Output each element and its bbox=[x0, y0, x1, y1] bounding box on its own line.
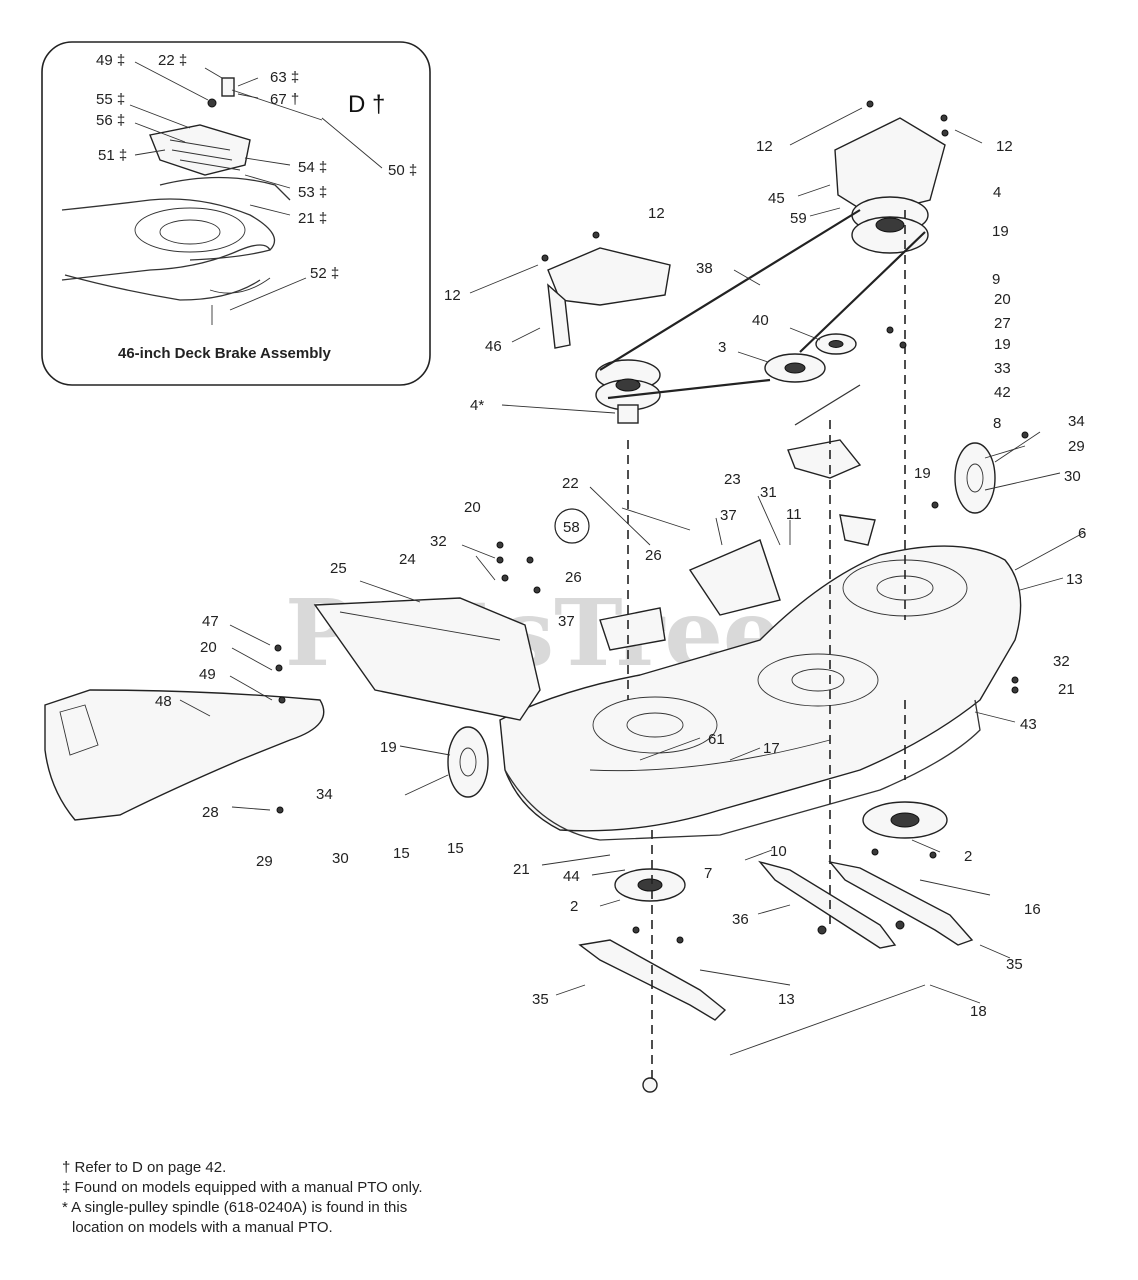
blade-right bbox=[828, 860, 974, 946]
deck-assembly-drawing bbox=[44, 100, 1086, 1093]
callout-label: 58 bbox=[563, 519, 580, 536]
callout-label: 7 bbox=[704, 865, 712, 882]
callout-label: 19 bbox=[992, 223, 1009, 240]
callout-label: 12 bbox=[648, 205, 665, 222]
callout-label: 15 bbox=[447, 840, 464, 857]
callout-label: 9 bbox=[992, 271, 1000, 288]
callout-label: 2 bbox=[964, 848, 972, 865]
inset-label: 63 ‡ bbox=[270, 69, 299, 86]
callout-label: 35 bbox=[1006, 956, 1023, 973]
callout-label: 40 bbox=[752, 312, 769, 329]
callout-label: 16 bbox=[1024, 901, 1041, 918]
callout-label: 36 bbox=[732, 911, 749, 928]
callout-label: 19 bbox=[994, 336, 1011, 353]
callout-label: 35 bbox=[532, 991, 549, 1008]
callout-label: 12 bbox=[756, 138, 773, 155]
callout-label: 15 bbox=[393, 845, 410, 862]
inset-label: 54 ‡ bbox=[298, 159, 327, 176]
inset-label: 21 ‡ bbox=[298, 210, 327, 227]
callout-labels: 12 12 4 45 59 12 19 12 38 9 20 46 40 27 … bbox=[155, 138, 1086, 1020]
callout-label: 22 bbox=[562, 475, 579, 492]
callout-label: 34 bbox=[316, 786, 333, 803]
pulley-left bbox=[595, 359, 661, 424]
callout-label: 45 bbox=[768, 190, 785, 207]
pulley-right bbox=[851, 196, 929, 254]
callout-label: 23 bbox=[724, 471, 741, 488]
callout-circle bbox=[554, 508, 590, 544]
callout-label: 21 bbox=[513, 861, 530, 878]
footnotes: † Refer to D on page 42. ‡ Found on mode… bbox=[62, 1158, 582, 1238]
callout-label: 29 bbox=[1068, 438, 1085, 455]
callout-label: 8 bbox=[993, 415, 1001, 432]
callout-label: 42 bbox=[994, 384, 1011, 401]
callout-label: 20 bbox=[200, 639, 217, 656]
hardware bbox=[274, 100, 1029, 1093]
callout-label: 34 bbox=[1068, 413, 1085, 430]
callout-label: 20 bbox=[464, 499, 481, 516]
callout-label: 6 bbox=[1078, 525, 1086, 542]
footnote-double-dagger: ‡ Found on models equipped with a manual… bbox=[62, 1179, 423, 1196]
callout-label: 48 bbox=[155, 693, 172, 710]
callout-label: 13 bbox=[1066, 571, 1083, 588]
callout-label: 32 bbox=[430, 533, 447, 550]
callout-label: 11 bbox=[786, 506, 802, 523]
callout-label: 18 bbox=[970, 1003, 987, 1020]
inset-label: 52 ‡ bbox=[310, 265, 339, 282]
callout-label: 61 bbox=[708, 731, 725, 748]
callout-label: 30 bbox=[1064, 468, 1081, 485]
callout-label: 10 bbox=[770, 843, 787, 860]
callout-label: 46 bbox=[485, 338, 502, 355]
callout-label: 29 bbox=[256, 853, 273, 870]
callout-label: 4* bbox=[470, 397, 484, 414]
inset-label: 22 ‡ bbox=[158, 52, 187, 69]
inset-section-mark: D † bbox=[348, 91, 385, 118]
callout-label: 24 bbox=[399, 551, 416, 568]
callout-label: 26 bbox=[565, 569, 582, 586]
callout-label: 12 bbox=[444, 287, 461, 304]
inset-title: 46-inch Deck Brake Assembly bbox=[118, 345, 332, 362]
inset-label: 49 ‡ bbox=[96, 52, 125, 69]
gauge-wheel-left bbox=[404, 726, 489, 798]
callout-label: 31 bbox=[760, 484, 777, 501]
callout-label: 13 bbox=[778, 991, 795, 1008]
callout-label: 20 bbox=[994, 291, 1011, 308]
idler-pulley bbox=[764, 333, 857, 383]
inset-label: 67 † bbox=[270, 91, 299, 108]
callout-label: 37 bbox=[720, 507, 737, 524]
callout-label: 44 bbox=[563, 868, 580, 885]
inset-label: 53 ‡ bbox=[298, 184, 327, 201]
callout-label: 38 bbox=[696, 260, 713, 277]
callout-label: 21 bbox=[1058, 681, 1075, 698]
callout-label: 4 bbox=[993, 184, 1001, 201]
inset-label: 56 ‡ bbox=[96, 112, 125, 129]
callout-label: 32 bbox=[1053, 653, 1070, 670]
callout-label: 28 bbox=[202, 804, 219, 821]
callout-label: 25 bbox=[330, 560, 347, 577]
callout-label: 49 bbox=[199, 666, 216, 683]
callout-label: 37 bbox=[558, 613, 575, 630]
gauge-wheel-right bbox=[954, 431, 1041, 514]
callout-label: 17 bbox=[763, 740, 780, 757]
callout-label: 27 bbox=[994, 315, 1011, 332]
callout-label: 59 bbox=[790, 210, 807, 227]
inset-label: 55 ‡ bbox=[96, 91, 125, 108]
blade-center bbox=[758, 860, 897, 949]
callout-label: 12 bbox=[996, 138, 1013, 155]
callout-label: 33 bbox=[994, 360, 1011, 377]
callout-label: 47 bbox=[202, 613, 219, 630]
inset-label: 51 ‡ bbox=[98, 147, 127, 164]
footnote-dagger: † Refer to D on page 42. bbox=[62, 1159, 227, 1176]
brake-assembly-inset: 49 ‡ 22 ‡ 63 ‡ 67 † 55 ‡ 56 ‡ 51 ‡ 54 ‡ … bbox=[41, 41, 431, 386]
callout-label: 3 bbox=[718, 339, 726, 356]
footnote-asterisk: * A single-pulley spindle (618-0240A) is… bbox=[62, 1199, 408, 1216]
callout-label: 2 bbox=[570, 898, 578, 915]
callout-label: 43 bbox=[1020, 716, 1037, 733]
callout-label: 30 bbox=[332, 850, 349, 867]
callout-label: 19 bbox=[914, 465, 931, 482]
callout-label: 26 bbox=[645, 547, 662, 564]
footnote-asterisk-continued: location on models with a manual PTO. bbox=[72, 1219, 333, 1236]
inset-label: 50 ‡ bbox=[388, 162, 417, 179]
callout-label: 19 bbox=[380, 739, 397, 756]
